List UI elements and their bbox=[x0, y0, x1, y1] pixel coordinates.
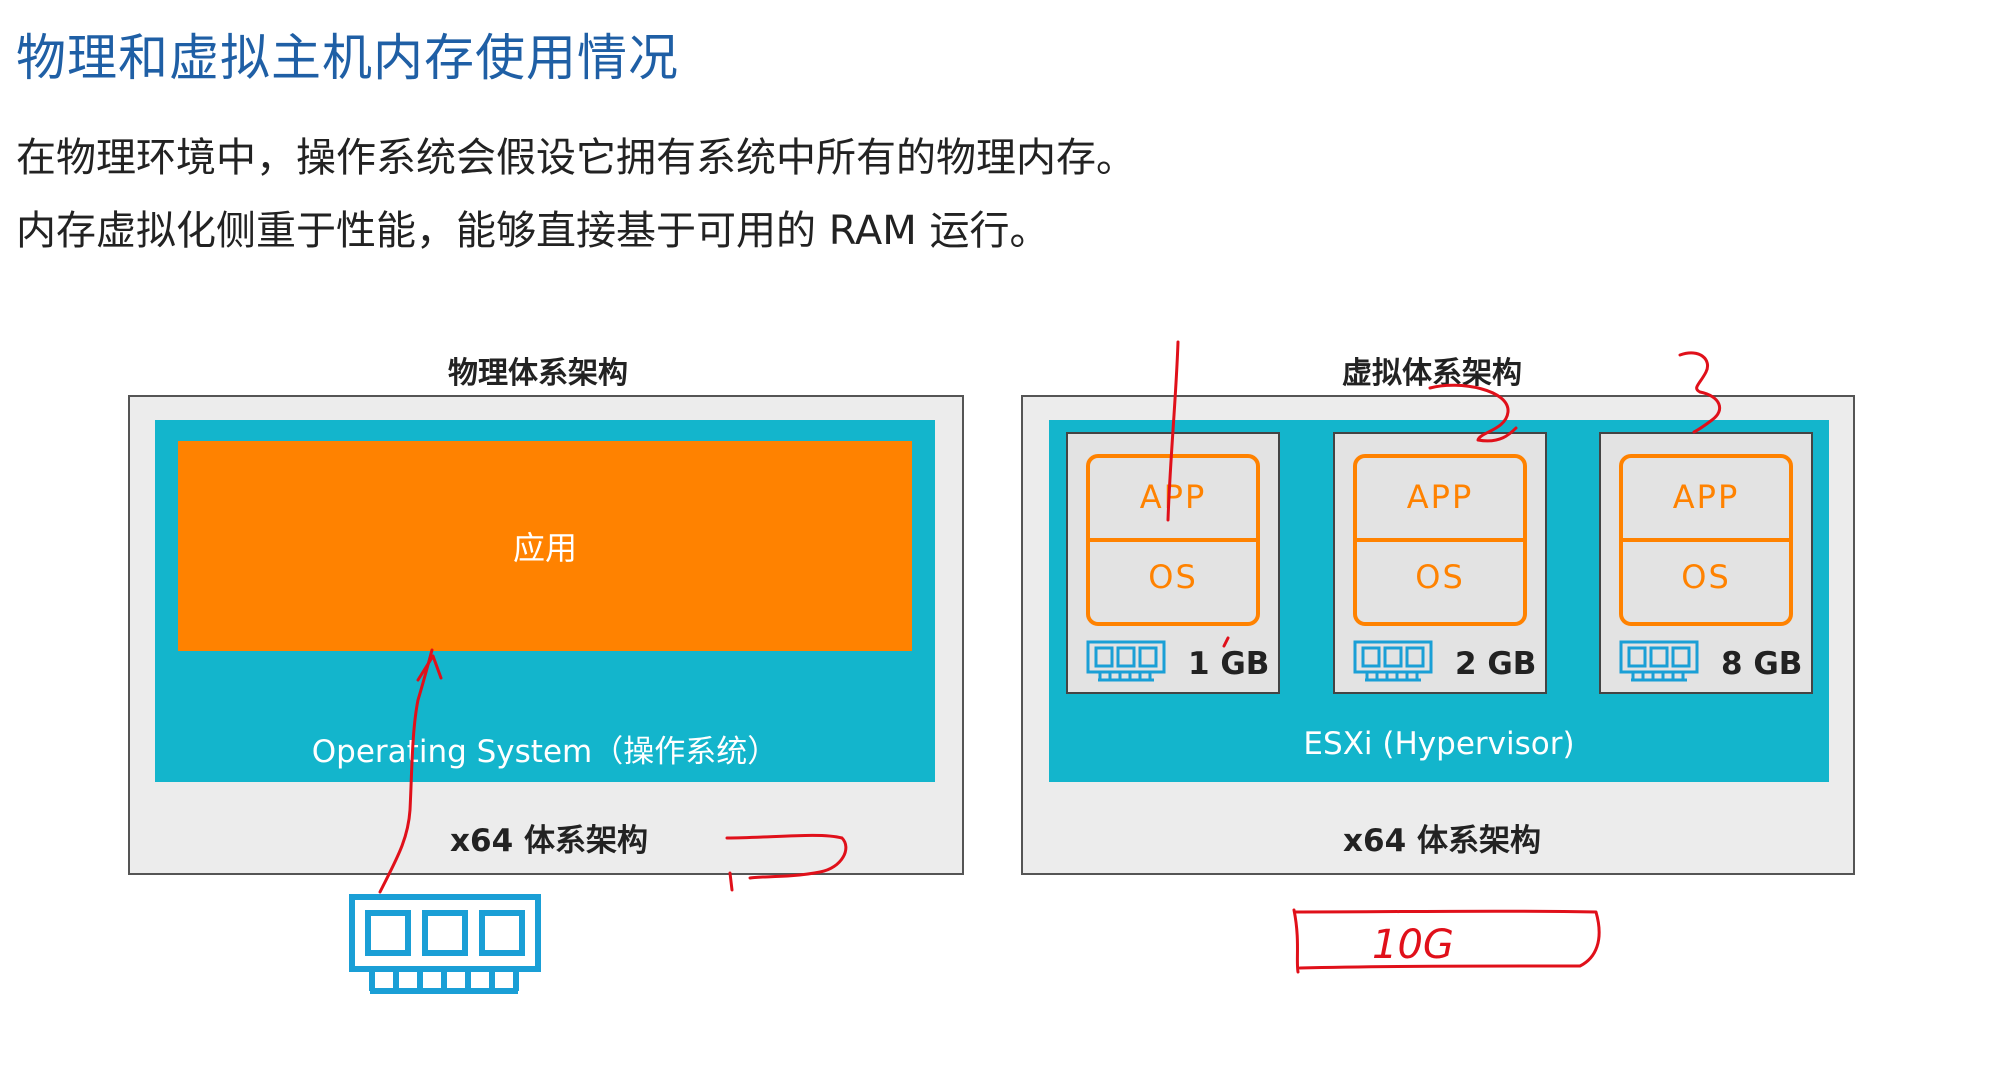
hypervisor-label: ESXi (Hypervisor) bbox=[1303, 726, 1575, 762]
vm-app-label: APP bbox=[1672, 478, 1740, 516]
vm-card: APP OS 1 GB bbox=[1066, 432, 1280, 694]
vm-divider bbox=[1090, 538, 1256, 542]
vm-card: APP OS 8 GB bbox=[1599, 432, 1813, 694]
vm-app-label: APP bbox=[1139, 478, 1207, 516]
vm-divider bbox=[1357, 538, 1523, 542]
vm-memory-label: 2 GB bbox=[1455, 646, 1537, 682]
ram-icon bbox=[1086, 640, 1166, 682]
box-left bbox=[1292, 908, 1300, 974]
intro-line-2: 内存虚拟化侧重于性能，能够直接基于可用的 RAM 运行。 bbox=[16, 208, 1050, 254]
box-outline bbox=[1294, 909, 1601, 970]
vm-os-label: OS bbox=[1681, 558, 1731, 596]
handwritten-total-label: 10G bbox=[1372, 922, 1454, 968]
ram-module-icon bbox=[349, 894, 541, 994]
vm-os-label: OS bbox=[1148, 558, 1198, 596]
physical-section-title: 物理体系架构 bbox=[448, 356, 628, 391]
vm-app-label: APP bbox=[1406, 478, 1474, 516]
vm-frame: APP OS bbox=[1353, 454, 1527, 626]
ram-icon bbox=[1619, 640, 1699, 682]
physical-app-block: 应用 bbox=[178, 441, 912, 651]
vm-frame: APP OS bbox=[1086, 454, 1260, 626]
physical-app-label: 应用 bbox=[512, 529, 577, 567]
vm-card: APP OS 2 GB bbox=[1333, 432, 1547, 694]
intro-line-1: 在物理环境中，操作系统会假设它拥有系统中所有的物理内存。 bbox=[16, 135, 1136, 181]
virtual-arch-label: x64 体系架构 bbox=[1343, 823, 1541, 859]
page-title: 物理和虚拟主机内存使用情况 bbox=[16, 29, 679, 87]
ram-icon bbox=[1353, 640, 1433, 682]
vm-memory-label: 1 GB bbox=[1188, 646, 1270, 682]
annotation-stroke bbox=[728, 871, 734, 892]
vm-divider bbox=[1623, 538, 1789, 542]
physical-os-label: Operating System（操作系统） bbox=[311, 734, 779, 770]
virtual-section-title: 虚拟体系架构 bbox=[1342, 356, 1522, 391]
vm-memory-label: 8 GB bbox=[1721, 646, 1803, 682]
vm-frame: APP OS bbox=[1619, 454, 1793, 626]
vm-os-label: OS bbox=[1415, 558, 1465, 596]
physical-arch-label: x64 体系架构 bbox=[450, 823, 648, 859]
